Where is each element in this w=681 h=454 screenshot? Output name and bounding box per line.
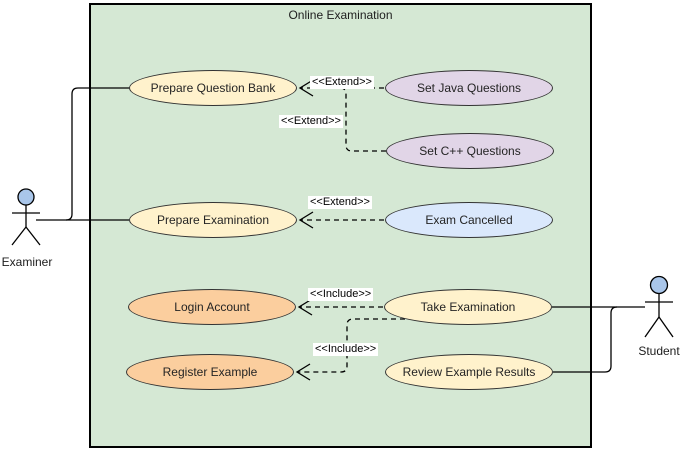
use-case-label: Review Example Results xyxy=(402,365,536,379)
use-case-label: Set C++ Questions xyxy=(419,144,521,158)
include-label-register: <<Include>> xyxy=(313,343,379,356)
examiner-head xyxy=(17,188,35,206)
extend-label-set-java: <<Extend>> xyxy=(310,76,374,89)
use-case-label: Login Account xyxy=(174,300,250,314)
use-case-prepare-question-bank: Prepare Question Bank xyxy=(129,70,297,106)
use-case-label: Exam Cancelled xyxy=(425,213,513,227)
include-label-login-account: <<Include>> xyxy=(308,288,374,301)
use-case-set-java-questions: Set Java Questions xyxy=(385,70,553,106)
student-actor-label: Student xyxy=(638,344,680,358)
extend-label-set-cpp: <<Extend>> xyxy=(279,115,343,128)
examiner-actor-label: Examiner xyxy=(1,255,53,269)
use-case-label: Register Example xyxy=(162,365,258,379)
use-case-exam-cancelled: Exam Cancelled xyxy=(385,202,553,238)
use-case-take-examination: Take Examination xyxy=(384,289,552,325)
use-case-label: Prepare Question Bank xyxy=(150,81,276,95)
use-case-label: Prepare Examination xyxy=(156,213,270,227)
use-case-prepare-examination: Prepare Examination xyxy=(129,202,297,238)
use-case-review-example-results: Review Example Results xyxy=(385,354,553,390)
use-case-label: Set Java Questions xyxy=(416,81,522,95)
association-examiner-to-prepare-question-bank xyxy=(65,87,130,221)
student-left-leg xyxy=(644,316,660,338)
examiner-actor-figure xyxy=(11,188,41,246)
system-boundary-title: Online Examination xyxy=(288,8,393,22)
extend-label-exam-cancelled: <<Extend>> xyxy=(308,196,372,209)
use-case-register-example: Register Example xyxy=(126,354,294,390)
use-case-set-cpp-questions: Set C++ Questions xyxy=(386,133,554,169)
examiner-right-leg xyxy=(25,226,41,246)
examiner-left-leg xyxy=(11,226,27,246)
student-right-leg xyxy=(658,316,674,338)
student-actor-figure xyxy=(644,275,674,338)
use-case-login-account: Login Account xyxy=(128,289,296,325)
association-review-example-results-to-student xyxy=(553,306,618,373)
student-head xyxy=(649,275,669,295)
use-case-label: Take Examination xyxy=(420,300,516,314)
